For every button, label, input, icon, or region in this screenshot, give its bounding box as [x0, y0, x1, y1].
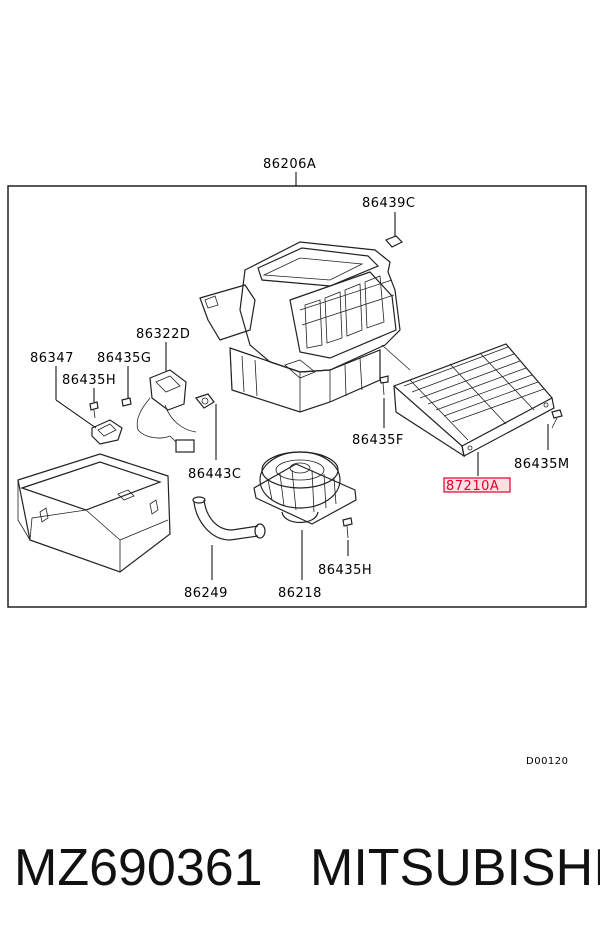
callout-86435G: 86435G [97, 351, 151, 366]
callout-86322D: 86322D [136, 327, 190, 342]
callout-87210A: 87210A [446, 479, 499, 494]
drain-hose-86249 [192, 496, 266, 541]
clip-86443C [194, 393, 215, 409]
callout-86435F: 86435F [352, 433, 404, 448]
part-number: MZ690361 [14, 839, 263, 897]
highlight-87210A [443, 477, 511, 493]
screw-86435H-left [89, 401, 99, 419]
callout-86347: 86347 [30, 351, 74, 366]
callout-86435H-left: 86435H [62, 373, 116, 388]
callout-86218: 86218 [278, 586, 322, 601]
blower-motor-86218 [253, 451, 357, 525]
screw-86435H-bottom [342, 517, 353, 539]
callout-86443C: 86443C [188, 467, 241, 482]
diagram-frame [7, 185, 587, 608]
callout-86206A: 86206A [263, 157, 316, 172]
air-filter-87210A [392, 343, 555, 458]
callout-86435M: 86435M [514, 457, 570, 472]
brand-name: MITSUBISHI [310, 839, 600, 897]
air-duct [17, 453, 171, 573]
leader-housing-filter [381, 344, 411, 371]
callout-86249: 86249 [184, 586, 228, 601]
screw-86435M [551, 409, 563, 429]
resistor-86347 [91, 419, 123, 445]
callout-86439C: 86439C [362, 196, 415, 211]
clip-86439C [384, 235, 404, 248]
heater-unit-housing [199, 241, 401, 413]
callout-86435H-bottom: 86435H [318, 563, 372, 578]
figure-code: D00120 [526, 756, 569, 767]
screw-86435G [121, 397, 132, 407]
actuator-86322D [136, 369, 197, 453]
screw-86435F [379, 375, 389, 396]
leader-86347-b [55, 399, 97, 429]
